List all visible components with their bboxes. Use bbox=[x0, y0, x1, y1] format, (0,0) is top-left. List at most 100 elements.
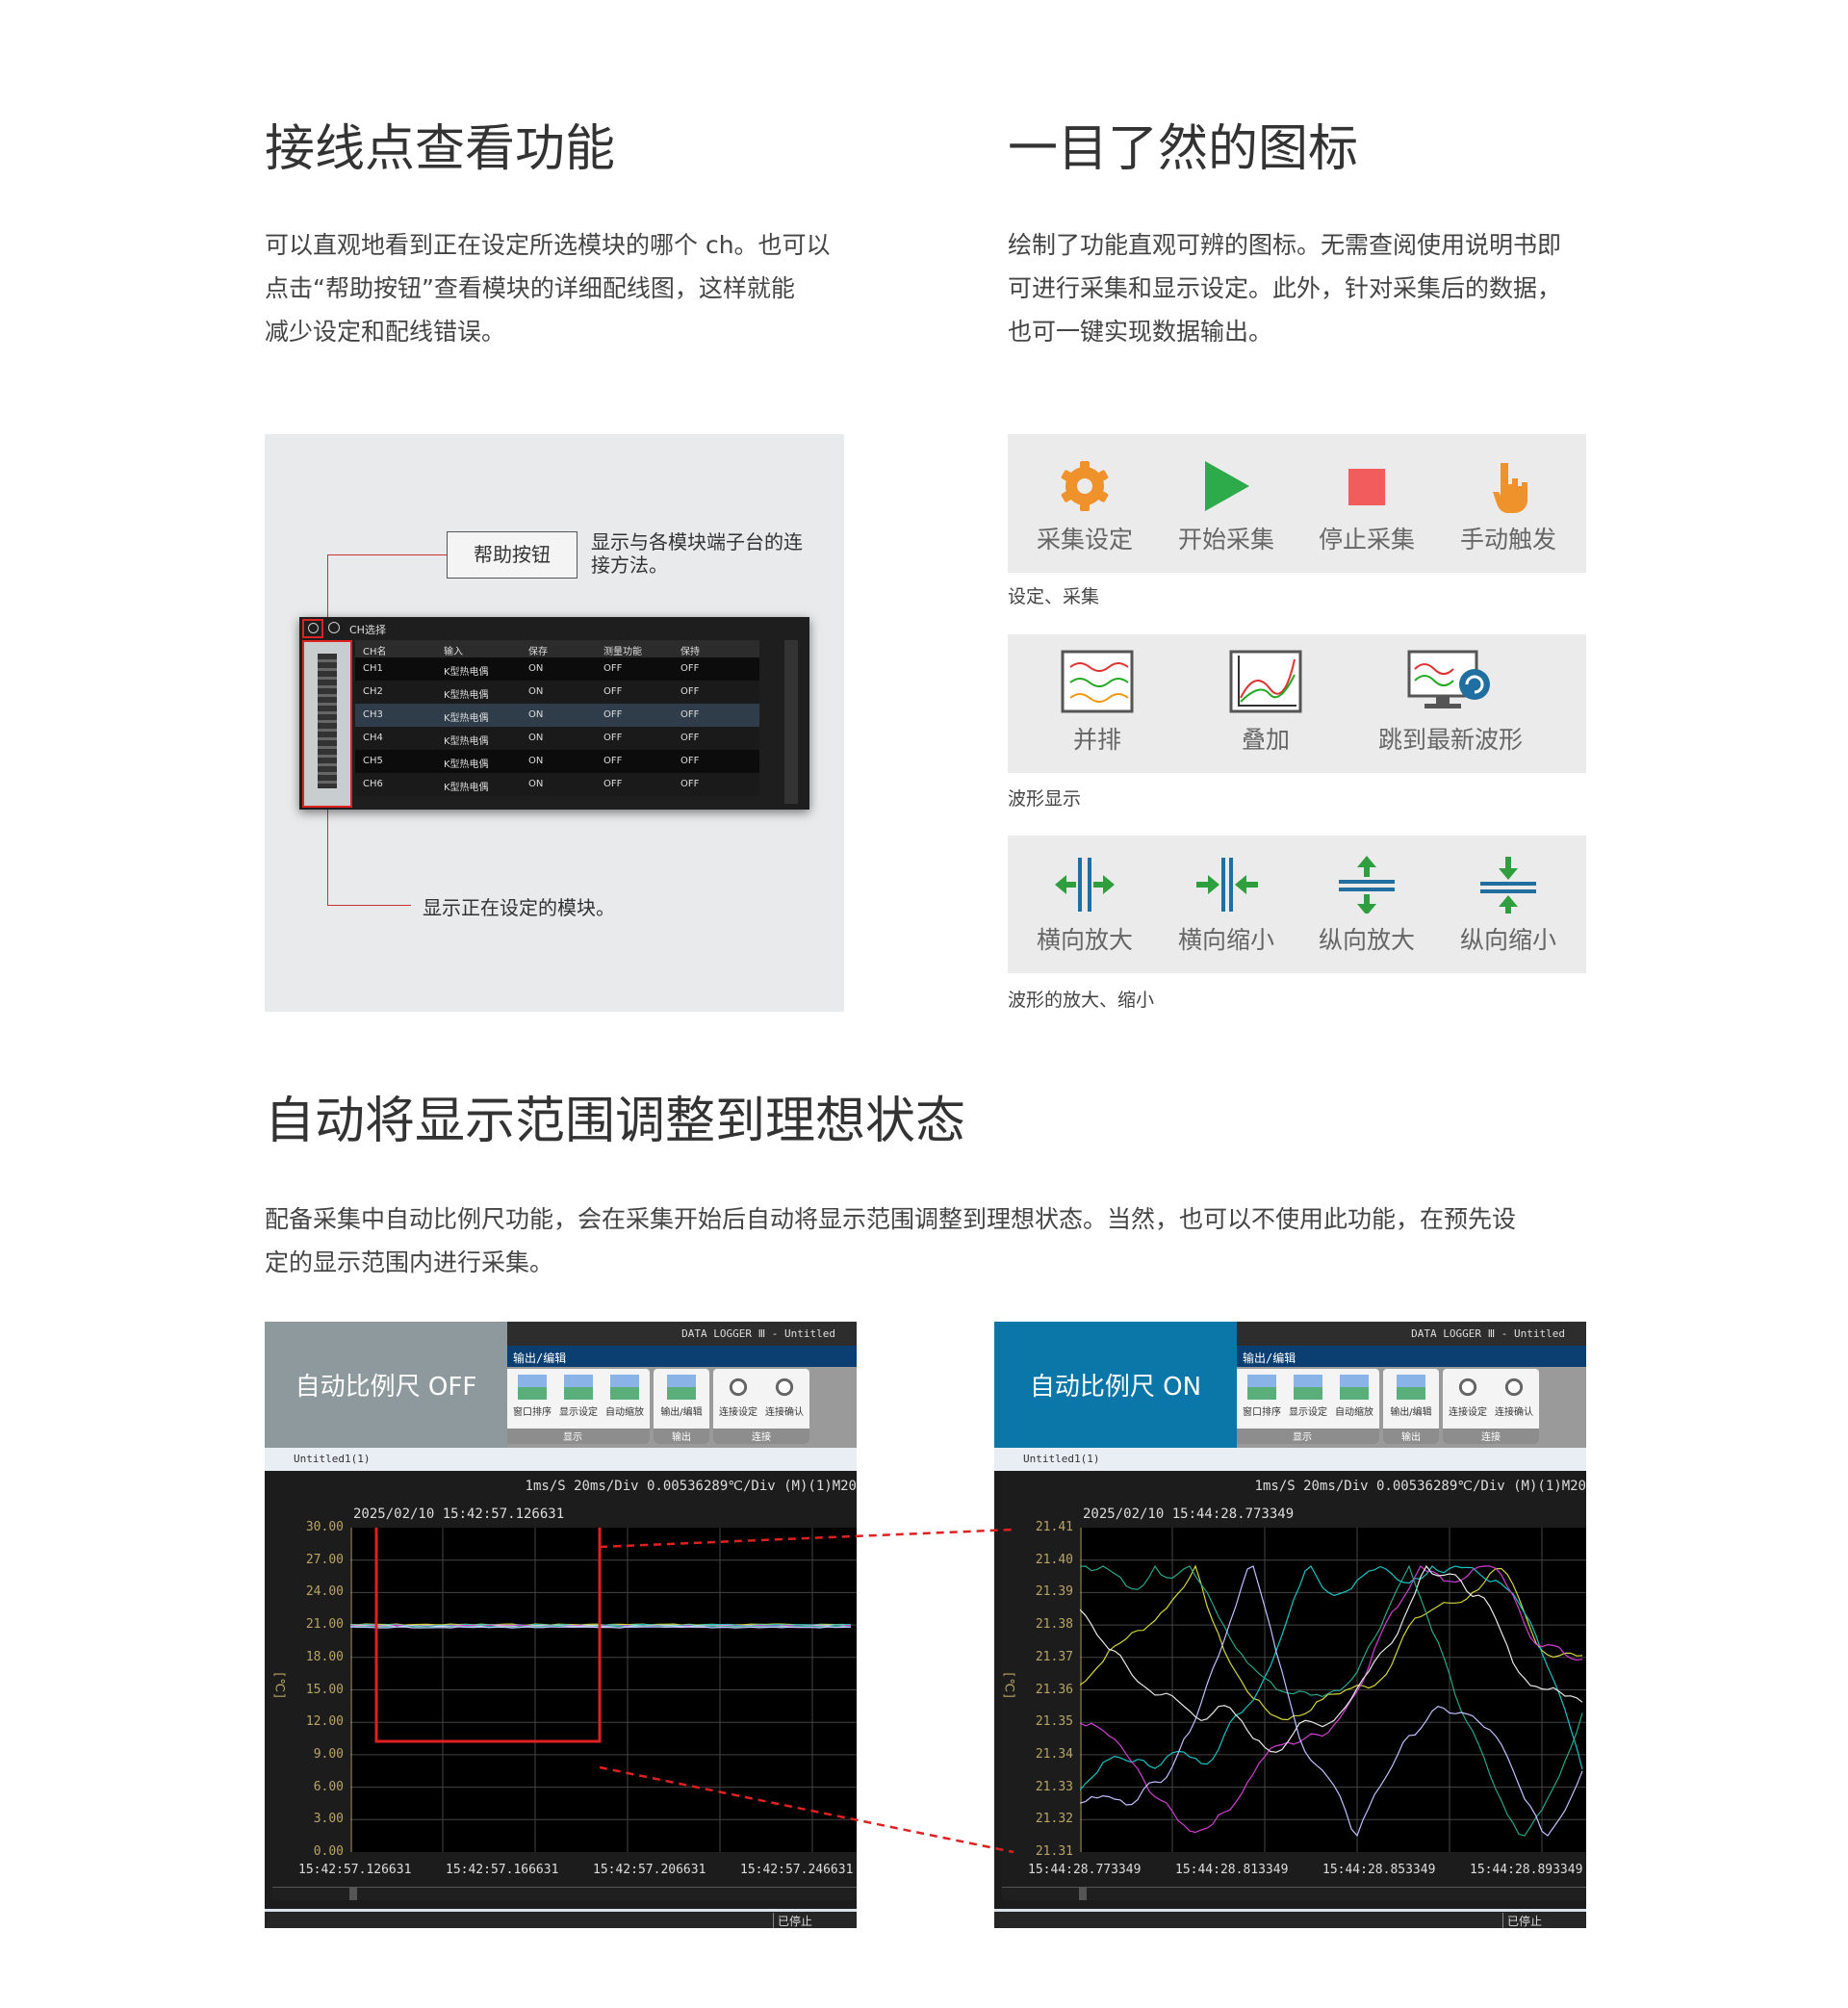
output-edit-button[interactable]: 输出/编辑 bbox=[1388, 1375, 1434, 1418]
text: 显示与各模块端子台的连 bbox=[591, 530, 803, 553]
y-tick-label: 3.00 bbox=[313, 1812, 344, 1827]
table-cell: CH5 bbox=[363, 756, 383, 766]
play-icon bbox=[1205, 461, 1249, 511]
window-arrange-button[interactable]: 窗口排序 bbox=[1239, 1375, 1285, 1418]
group-label: 输出 bbox=[654, 1429, 709, 1444]
ribbon-label: 连接确认 bbox=[1495, 1407, 1533, 1418]
autoscale-tag: 自动比例尺 OFF bbox=[265, 1322, 507, 1448]
horizontal-scrollbar[interactable] bbox=[272, 1887, 857, 1900]
waveform-series bbox=[1080, 1564, 1583, 1721]
table-cell: OFF bbox=[603, 709, 623, 720]
ribbon-label: 输出/编辑 bbox=[1390, 1407, 1432, 1418]
module-description: 显示正在设定的模块。 bbox=[423, 896, 615, 919]
v-zoom-out-item: 纵向缩小 bbox=[1450, 836, 1566, 973]
table-cell: CH3 bbox=[363, 709, 383, 720]
table-cell: ON bbox=[528, 709, 544, 720]
status-text: 已停止 bbox=[1502, 1913, 1542, 1928]
ribbon-label: 自动缩放 bbox=[605, 1407, 644, 1418]
ribbon-label: 窗口排序 bbox=[513, 1407, 552, 1418]
table-cell: OFF bbox=[603, 756, 623, 766]
acq-settings-item: 采集设定 bbox=[1027, 434, 1142, 573]
y-tick-label: 21.31 bbox=[1035, 1844, 1073, 1859]
section-title-autoscale: 自动将显示范围调整到理想状态 bbox=[265, 1093, 966, 1150]
desc-line: 可以直观地看到正在设定所选模块的哪个 ch。也可以 bbox=[265, 231, 831, 259]
y-tick-label: 30.00 bbox=[305, 1520, 344, 1534]
y-tick-label: 24.00 bbox=[305, 1584, 344, 1600]
connect-settings-button[interactable]: 连接设定 bbox=[715, 1375, 761, 1418]
status-bar: 已停止 bbox=[994, 1909, 1586, 1928]
document-tab[interactable]: Untitled1(1) bbox=[265, 1448, 857, 1471]
desc-line: 点击“帮助按钮”查看模块的详细配线图，这样就能 bbox=[265, 274, 795, 302]
overlay-chart-icon bbox=[1229, 650, 1302, 713]
y-tick-label: 27.00 bbox=[305, 1552, 344, 1567]
help-description: 显示与各模块端子台的连接方法。 bbox=[591, 530, 803, 577]
group-label: 连接 bbox=[713, 1429, 809, 1444]
icon-panel-zoom: 横向放大 横向缩小 纵向放大 纵向缩小 bbox=[1008, 836, 1586, 973]
ribbon-group-output: 输出/编辑 输出 bbox=[1383, 1369, 1439, 1444]
start-timestamp: 2025/02/10 15:44:28.773349 bbox=[1083, 1506, 1295, 1522]
x-tick-label: 15:44:28.893349 bbox=[1470, 1863, 1583, 1877]
col-header: 输入 bbox=[444, 647, 463, 657]
h-zoom-out-item: 横向缩小 bbox=[1168, 836, 1284, 973]
ribbon-label: 显示设定 bbox=[559, 1407, 598, 1418]
vertical-zoom-in-icon bbox=[1339, 856, 1395, 914]
connect-check-button[interactable]: 连接确认 bbox=[761, 1375, 808, 1418]
desc-line: 配备采集中自动比例尺功能，会在采集开始后自动将显示范围调整到理想状态。当然，也可… bbox=[265, 1205, 1517, 1233]
table-cell: OFF bbox=[603, 686, 623, 697]
window-arrange-button[interactable]: 窗口排序 bbox=[509, 1375, 555, 1418]
waveform-series bbox=[1080, 1565, 1583, 1791]
table-cell: ON bbox=[528, 779, 544, 789]
y-tick-label: 21.37 bbox=[1035, 1649, 1073, 1664]
table-cell: OFF bbox=[680, 779, 700, 789]
y-tick-label: 21.35 bbox=[1035, 1714, 1073, 1730]
refresh-icon[interactable] bbox=[328, 622, 340, 633]
autoscale-button[interactable]: 自动缩放 bbox=[1331, 1375, 1377, 1418]
output-edit-button[interactable]: 输出/编辑 bbox=[658, 1375, 705, 1418]
ribbon-group-output: 输出/编辑 输出 bbox=[654, 1369, 709, 1444]
status-bar: 已停止 bbox=[265, 1909, 857, 1928]
table-cell: OFF bbox=[680, 709, 700, 720]
icon-label: 手动触发 bbox=[1459, 526, 1556, 553]
y-tick-label: 21.38 bbox=[1035, 1617, 1073, 1633]
display-settings-button[interactable]: 显示设定 bbox=[1285, 1375, 1331, 1418]
monitor-gear-icon bbox=[564, 1375, 593, 1400]
window-layout-icon bbox=[1247, 1375, 1276, 1400]
autoscale-icon bbox=[610, 1375, 639, 1400]
col-header: 测量功能 bbox=[603, 647, 642, 657]
document-tab[interactable]: Untitled1(1) bbox=[994, 1448, 1586, 1471]
horizontal-scrollbar[interactable] bbox=[1002, 1887, 1586, 1900]
autoscale-button[interactable]: 自动缩放 bbox=[602, 1375, 648, 1418]
section-desc-wiring: 可以直观地看到正在设定所选模块的哪个 ch。也可以 点击“帮助按钮”查看模块的详… bbox=[265, 223, 831, 353]
x-tick-label: 15:42:57.126631 bbox=[298, 1863, 412, 1877]
help-button-label: 帮助按钮 bbox=[447, 531, 578, 579]
scrollbar[interactable] bbox=[784, 640, 798, 804]
icon-panel-acquisition: 采集设定 开始采集 停止采集 手动触发 bbox=[1008, 434, 1586, 573]
help-button[interactable] bbox=[302, 619, 323, 638]
callout-line bbox=[327, 554, 447, 555]
side-by-side-chart-icon bbox=[1061, 650, 1134, 713]
x-tick-label: 15:44:28.853349 bbox=[1322, 1863, 1436, 1877]
y-tick-label: 21.00 bbox=[305, 1617, 344, 1633]
waveform-plot bbox=[1080, 1528, 1586, 1852]
y-tick-label: 18.00 bbox=[305, 1649, 344, 1664]
ribbon-label: 显示设定 bbox=[1289, 1407, 1327, 1418]
desc-line: 定的显示范围内进行采集。 bbox=[265, 1249, 554, 1276]
y-tick-label: 12.00 bbox=[305, 1714, 344, 1730]
desc-line: 减少设定和配线错误。 bbox=[265, 318, 506, 346]
connect-check-button[interactable]: 连接确认 bbox=[1491, 1375, 1537, 1418]
section-title-wiring: 接线点查看功能 bbox=[265, 120, 616, 178]
ribbon-label: 自动缩放 bbox=[1335, 1407, 1373, 1418]
output-list-icon bbox=[667, 1375, 696, 1400]
col-header: 保存 bbox=[528, 647, 548, 657]
icon-label: 横向放大 bbox=[1036, 926, 1133, 954]
connect-settings-button[interactable]: 连接设定 bbox=[1445, 1375, 1491, 1418]
icon-label: 采集设定 bbox=[1036, 526, 1133, 553]
display-settings-button[interactable]: 显示设定 bbox=[555, 1375, 602, 1418]
y-tick-label: 21.40 bbox=[1035, 1552, 1073, 1567]
